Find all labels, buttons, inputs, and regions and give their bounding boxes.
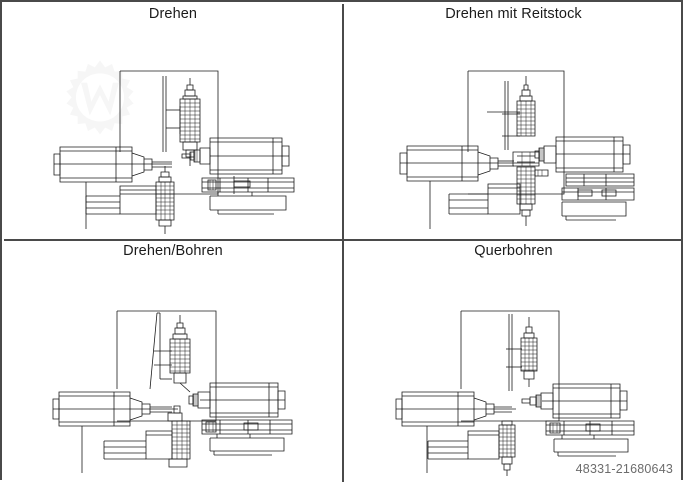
drawing-drehen <box>4 24 342 239</box>
panel-title-querbohren: Querbohren <box>474 243 553 259</box>
drawing-querbohren <box>344 261 683 482</box>
panel-title-drehen: Drehen <box>148 6 198 22</box>
reference-id: 48331-21680643 <box>575 462 673 476</box>
panel-title-drehen-mit-reitstock: Drehen mit Reitstock <box>445 6 582 22</box>
drawing-drehen-mit-reitstock <box>344 24 683 239</box>
panel-drehen: Drehen <box>4 4 342 239</box>
drawing-drehen-bohren <box>4 261 342 482</box>
panel-title-drehen-bohren: Drehen/Bohren <box>123 243 223 259</box>
panel-querbohren: Querbohren <box>344 241 683 482</box>
panel-drehen-mit-reitstock: Drehen mit Reitstock <box>344 4 683 239</box>
panel-divider-vertical <box>342 4 344 482</box>
panel-drehen-bohren: Drehen/Bohren <box>4 241 342 482</box>
panel-divider-horizontal <box>4 239 683 241</box>
